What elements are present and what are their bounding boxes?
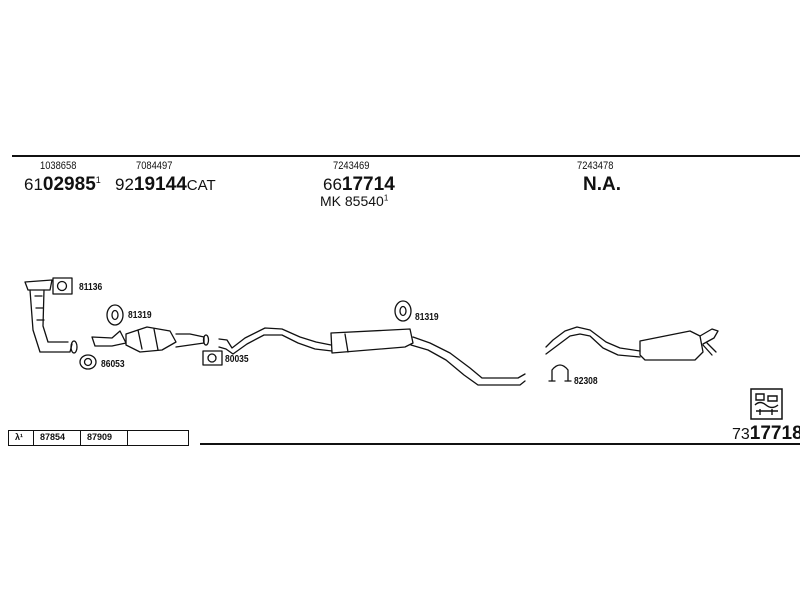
part-number-2[interactable]: 9219144CAT (115, 174, 216, 195)
alt-part-number-3[interactable]: MK 855401 (320, 193, 389, 209)
header-rule (12, 155, 800, 157)
lambda-set-table: λ¹ 87854 87909 (8, 430, 189, 446)
label-hanger-81319-left: 81319 (128, 310, 152, 321)
hanger-81319-left[interactable] (106, 304, 124, 326)
footer-rule (200, 443, 800, 445)
label-gasket-80035: 80035 (225, 354, 249, 365)
gasket-86053[interactable] (79, 354, 97, 370)
part-number-1[interactable]: 61029851 (24, 174, 101, 195)
label-clamp-82308: 82308 (574, 376, 598, 387)
gasket-81136[interactable] (52, 277, 73, 295)
label-gasket-81136: 81136 (79, 282, 103, 293)
set-cell-3 (128, 431, 188, 445)
rear-silencer[interactable] (545, 326, 719, 361)
clamp-82308[interactable] (548, 364, 572, 382)
label-gasket-86053: 86053 (101, 359, 125, 370)
label-hanger-81319-mid: 81319 (415, 312, 439, 323)
oe-number-4: 7243478 (577, 160, 614, 172)
set-cell-1[interactable]: 87854 (34, 431, 81, 445)
oe-number-1: 1038658 (40, 160, 77, 172)
oe-number-3: 7243469 (333, 160, 370, 172)
lambda-symbol: λ¹ (9, 431, 34, 445)
gasket-80035[interactable] (202, 350, 223, 366)
set-number[interactable]: 7317718 (732, 423, 800, 444)
oe-number-2: 7084497 (136, 160, 173, 172)
part-number-3[interactable]: 6617714 (323, 174, 395, 195)
catalytic-converter[interactable] (91, 326, 210, 353)
set-cell-2[interactable]: 87909 (81, 431, 128, 445)
front-pipe[interactable] (24, 279, 78, 354)
part-number-4: N.A. (583, 174, 621, 195)
hanger-81319-mid[interactable] (394, 300, 412, 322)
intermediate-pipe[interactable] (218, 327, 526, 386)
exhaust-system-icon[interactable] (750, 388, 783, 420)
